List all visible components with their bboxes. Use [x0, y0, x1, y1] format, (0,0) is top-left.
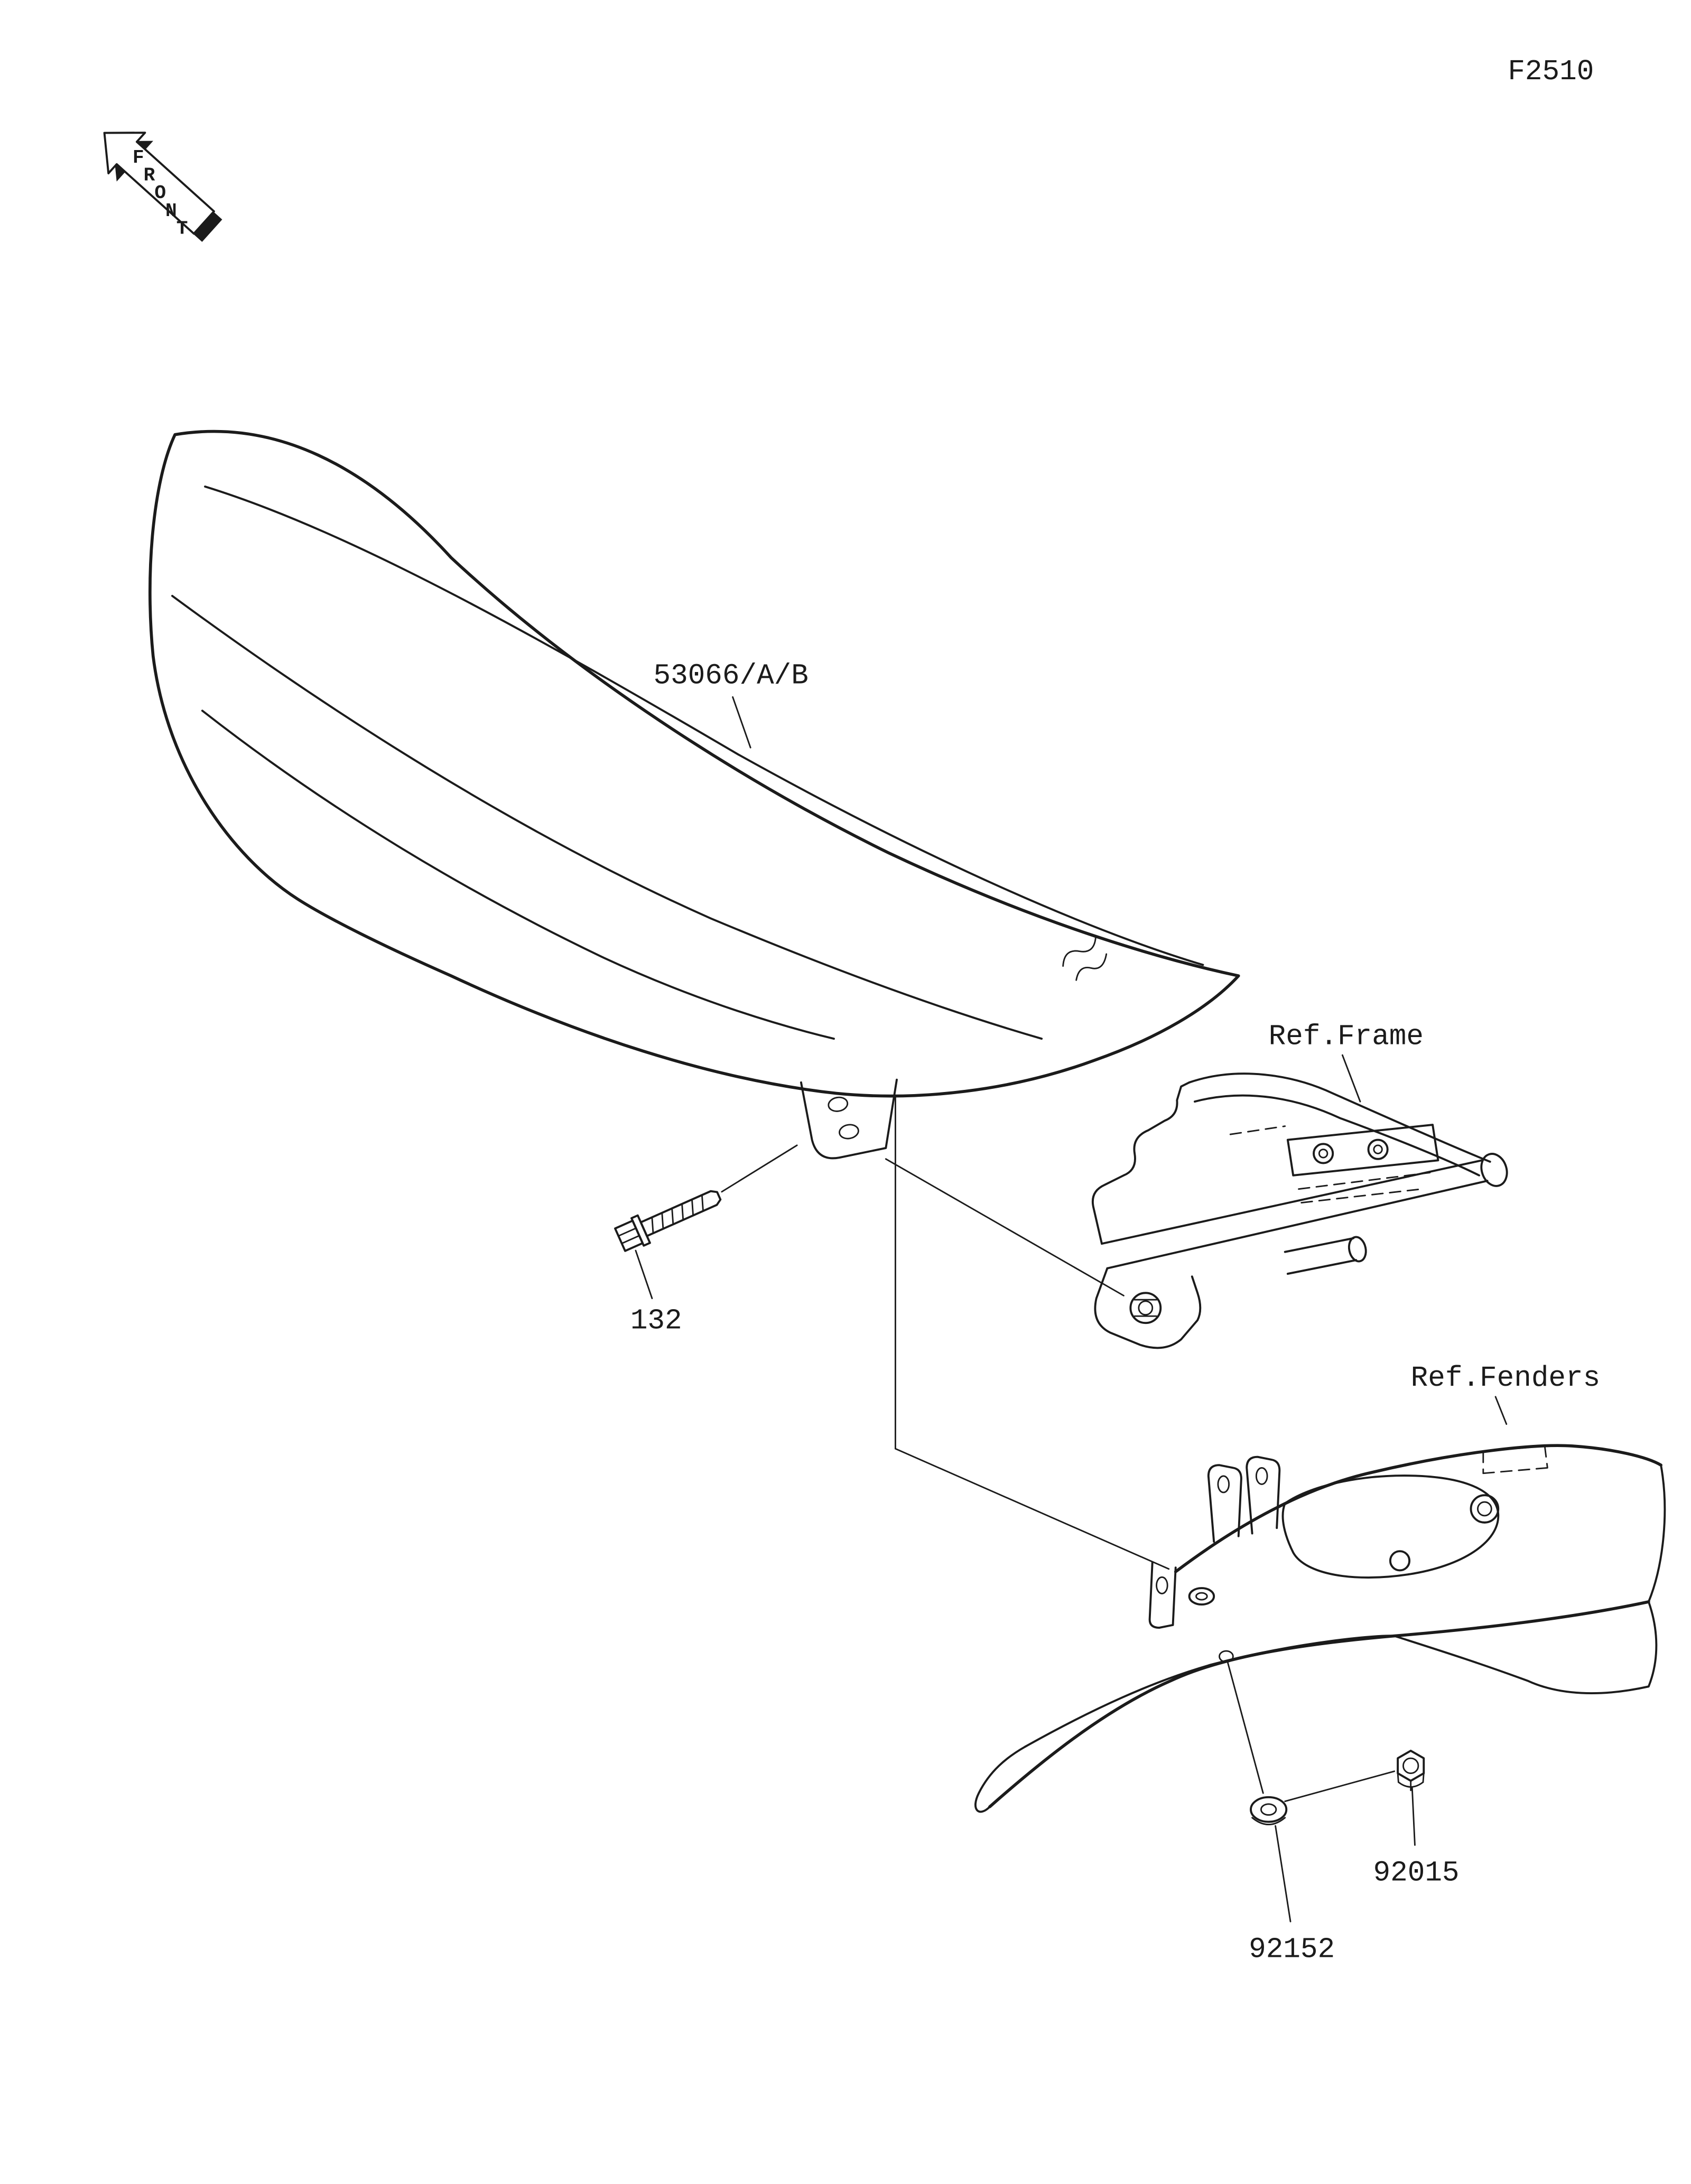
fenders-ref-label: Ref.Fenders [1411, 1362, 1601, 1395]
seat-seam-2 [171, 595, 1043, 1040]
frame-left-edge [1091, 1081, 1191, 1245]
frame-bolt-boss [1129, 1292, 1162, 1324]
fender-cutout [1281, 1474, 1500, 1579]
assembly-to-fender-line [894, 1448, 1170, 1570]
fender-inner-bottom [1024, 1635, 1396, 1748]
seat-drawing [148, 430, 1240, 1160]
fender-side-tab [1148, 1561, 1177, 1629]
fenders-ref-leader [1494, 1396, 1508, 1425]
bracket-to-frame-line [885, 1158, 1125, 1296]
frame-boss-bracket [1094, 1267, 1202, 1349]
fender-to-damper-line [1227, 1661, 1264, 1794]
damper-part-label: 92152 [1249, 1934, 1335, 1966]
fender-front-tip [974, 1746, 1027, 1813]
damper-92152-drawing [1250, 1796, 1288, 1825]
front-arrow-label: F R O N T [133, 147, 189, 240]
frame-ref-label: Ref.Frame [1269, 1021, 1424, 1053]
damper-to-nut-line [1284, 1770, 1396, 1803]
fender-bottom-edge [988, 1600, 1650, 1808]
fender-tab-1 [1207, 1464, 1242, 1543]
nut-label-leader [1411, 1787, 1416, 1846]
seat-bracket [800, 1078, 898, 1160]
seat-label-leader [732, 696, 751, 749]
seat-outline [148, 430, 1240, 1098]
seat-seam-1 [204, 486, 1204, 966]
fender-tail [1393, 1600, 1658, 1694]
frame-plate [1286, 1124, 1439, 1177]
nut-92015-drawing [1397, 1749, 1425, 1791]
bolt-to-bracket-line [721, 1144, 798, 1193]
fender-drawing [974, 1444, 1666, 1813]
bolt-part-label: 132 [630, 1305, 682, 1338]
seat-part-label: 53066/A/B [654, 660, 809, 693]
leader-lines [635, 696, 1508, 1922]
front-arrow-icon: F R O N T [103, 132, 222, 242]
bolt-132-drawing [614, 1190, 722, 1252]
frame-drawing [1091, 1072, 1508, 1349]
fender-right-edge [1647, 1464, 1666, 1603]
seat-seam-3 [201, 710, 835, 1040]
seat-logo-mark [1062, 936, 1108, 981]
frame-lower-rail [1101, 1159, 1483, 1245]
page-code: F2510 [1508, 56, 1594, 88]
frame-tube-end [1480, 1153, 1508, 1187]
damper-label-leader [1275, 1825, 1292, 1922]
frame-upper-rail [1188, 1072, 1491, 1163]
fender-tab-2 [1246, 1455, 1281, 1535]
fender-top-edge [1174, 1444, 1662, 1573]
nut-part-label: 92015 [1373, 1858, 1460, 1890]
frame-ref-leader [1341, 1054, 1361, 1103]
bolt-label-leader [635, 1249, 653, 1300]
